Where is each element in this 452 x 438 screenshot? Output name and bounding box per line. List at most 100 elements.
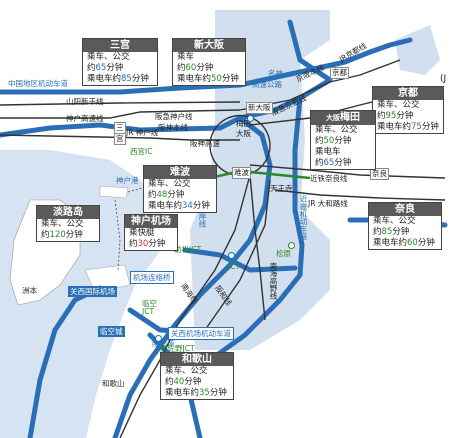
label-jct: JCT	[228, 262, 241, 271]
label-hanwa-hwy: 阪和道	[152, 339, 175, 348]
card-umeda-mode: 乘车、公交	[315, 125, 358, 135]
label-kobe-hwy: 神户高速线	[66, 114, 104, 123]
card-namba-mode: 乘车、公交	[148, 179, 191, 189]
port-island	[99, 185, 129, 199]
kyoto-area	[395, 25, 440, 75]
cross-link	[182, 247, 298, 273]
card-umeda: 大阪梅田 乘车、公交 约50分钟 乘电车 约65分钟	[310, 110, 376, 170]
marker-matsubara	[288, 242, 295, 249]
label-nara-station: 奈良	[370, 168, 389, 180]
label-meishin2: 高速公路	[252, 80, 282, 89]
card-shinosaka-title: 新大阪	[173, 39, 245, 52]
nankai-line	[119, 174, 251, 438]
osaka-loop	[209, 114, 271, 177]
meishin-to-kyoto	[342, 37, 413, 65]
card-wakayama: 和歌山 乘车、公交 约40分钟 乘电车约35分钟	[160, 352, 234, 400]
card-kyoto-mode: 乘车、公交	[377, 100, 420, 110]
kinki-expressway	[172, 95, 305, 398]
green-line-1	[249, 170, 311, 180]
label-sanyo: 山阳新干线	[66, 97, 104, 106]
hanshin-wangan	[112, 115, 273, 438]
card-kobe-airport-t1: 约30分钟	[129, 239, 166, 249]
label-sumoto: 洲本	[22, 286, 37, 295]
card-sannomiya-t2: 乘电车约85分钟	[87, 74, 149, 84]
jr-kyoto-line	[239, 59, 401, 111]
card-umeda-t3: 约65分钟	[315, 158, 352, 168]
label-rinku: 临空	[142, 299, 157, 308]
card-sannomiya-mode: 乘车、公交	[87, 52, 130, 62]
osaka-area	[190, 10, 330, 350]
card-umeda-title: 大阪梅田	[311, 111, 375, 125]
label-matsubara: 松原	[276, 249, 291, 258]
label-namba-station: 难波	[232, 167, 251, 179]
jr-yamatoji-line	[274, 189, 446, 201]
chugoku-expressway	[0, 59, 348, 95]
sanyo-shinkansen	[0, 101, 241, 106]
kix-island	[84, 264, 131, 293]
label-jr-kobe: JR 神户线	[126, 128, 159, 137]
marker-umeda	[247, 115, 254, 122]
card-kobe-airport-mode: 乘快艇	[129, 228, 155, 238]
label-kix: 关西国际机场	[68, 286, 117, 297]
label-hanshin-main: 阪神本线	[158, 123, 188, 132]
rail-lines	[0, 59, 446, 438]
kobe-line	[0, 109, 241, 119]
label-osaka-station: 大阪	[236, 129, 251, 138]
label-rinku-jct: JCT	[142, 307, 155, 316]
kyoto-road	[287, 19, 333, 83]
card-sannomiya-t1: 约65分钟	[87, 63, 124, 73]
card-umeda-t1: 约50分钟	[315, 136, 352, 146]
label-hanshin-hwy: 阪神高速	[190, 139, 220, 148]
label-tennoji: 天王寺	[270, 184, 293, 193]
card-kyoto-title: 京都	[373, 87, 443, 100]
label-kintetsu-nara: 近铁奈良线	[310, 174, 348, 183]
label-kyoto-station: 京都	[330, 67, 349, 79]
label-sannomiya-b: 宫	[114, 133, 126, 145]
card-awaji-mode: 乘车、公交	[41, 219, 84, 229]
label-kobe-port: 神户港	[116, 176, 139, 185]
card-shinosaka-t2: 乘电车约50分钟	[177, 74, 239, 84]
kintetsu-nara-line	[249, 164, 446, 179]
card-sannomiya: 三宫 乘车、公交 约65分钟 乘电车约85分钟	[82, 38, 158, 86]
label-hankyu-kobe: 阪急神户线	[155, 112, 193, 121]
card-awaji: 淡路岛 乘车、公交 约120分钟	[36, 205, 100, 242]
label-kintetsu-hwy: 近畿机动车道	[299, 195, 308, 240]
ferry-route-2	[114, 199, 121, 271]
label-rinku-town: 临空城	[98, 326, 125, 337]
card-nara-t2: 乘电车约60分钟	[373, 238, 435, 248]
card-wakayama-t1: 约40分钟	[165, 377, 202, 387]
hanshin-expressway	[0, 77, 333, 138]
label-nankai-koya: 南海高野线	[269, 262, 278, 300]
card-wakayama-title: 和歌山	[161, 353, 233, 366]
card-kyoto-t1: 约95分钟	[377, 111, 414, 121]
card-namba: 难波 乘车、公交 约48分钟 乘电车约34分钟	[143, 165, 217, 213]
label-umeda-station: 梅田	[236, 119, 251, 128]
label-corner: (J	[440, 74, 447, 84]
card-kyoto: 京都 乘车、公交 约95分钟 乘电车约75分钟	[372, 86, 444, 134]
card-wakayama-t2: 乘电车约35分钟	[165, 388, 227, 398]
label-chugoku: 中国地区机动车道	[8, 79, 68, 88]
marker-jct	[228, 252, 235, 259]
label-sky-gate: 机场连络桥	[130, 271, 174, 284]
card-namba-t2: 乘电车约34分钟	[148, 201, 210, 211]
card-nara: 奈良 乘车、公交 约85分钟 乘电车约60分钟	[368, 202, 442, 250]
label-meishin: 名神	[268, 69, 283, 78]
card-nara-t1: 约85分钟	[373, 227, 410, 237]
card-namba-title: 难波	[144, 166, 216, 179]
jr-kobe-line	[0, 134, 240, 141]
label-jr-yamatoji: JR 大和路线	[308, 199, 348, 208]
card-awaji-title: 淡路岛	[37, 206, 99, 219]
card-kobe-airport: 神户机场 乘快艇 约30分钟	[124, 214, 178, 251]
card-umeda-t2: 乘电车	[315, 147, 341, 157]
card-nara-mode: 乘车、公交	[373, 216, 416, 226]
label-wangan: 湾岸线	[198, 205, 207, 228]
label-wakayama-station: 和歌山	[102, 379, 125, 388]
marker-izumisano	[155, 335, 162, 342]
ferry-routes	[114, 169, 216, 271]
hanwa-line	[204, 179, 271, 331]
nankai-koya	[249, 174, 266, 321]
card-kyoto-t2: 乘电车约75分钟	[377, 122, 439, 132]
label-izumisano: 泉佐野JCT	[160, 344, 195, 353]
card-namba-t1: 约48分钟	[148, 190, 185, 200]
